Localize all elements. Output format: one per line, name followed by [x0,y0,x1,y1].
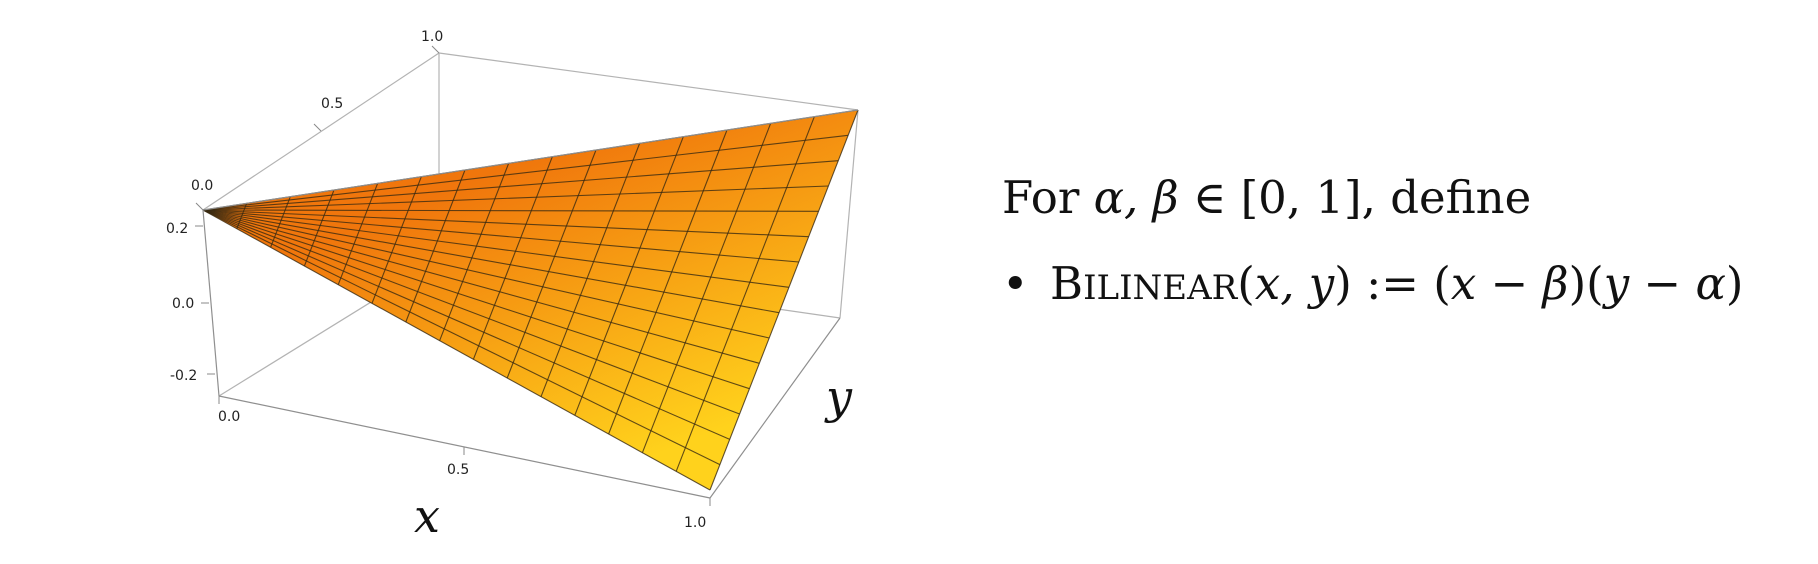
mesh-line-x [371,176,422,304]
alpha-beta-vars: α, β [1093,171,1179,224]
mesh-line-y [202,185,829,211]
mesh-line-x [709,109,859,491]
mesh-line-x [303,189,335,267]
end-paren: ) [1725,257,1744,310]
x-var: x [1450,257,1477,310]
mesh-line-y [202,209,809,238]
mesh-line-y [202,209,730,440]
intro-prefix: For [1002,171,1094,224]
bilinear-definition: • BILINEAR(x, y) := (x − β)(y − α) [1002,256,1802,316]
mesh-line-x [337,183,379,285]
mesh-line-y [202,209,760,364]
minus-2: − [1629,257,1696,310]
mesh-line-y [202,209,711,491]
y-axis-label: y [824,370,853,424]
y-tick-0.5: 0.5 [321,96,343,112]
y-tick-1: 1.0 [421,29,443,45]
z-tick-0.0: 0.0 [172,296,194,312]
func-name-initial: B [1050,257,1084,310]
z-tick-0.2: 0.2 [166,221,188,237]
x-tick-0.5: 0.5 [447,462,469,478]
mesh-line-y [202,209,780,314]
intro-define: define [1390,171,1532,224]
func-name-rest: ILINEAR [1083,268,1238,308]
tick-marks [195,45,711,506]
mesh-line-x [236,203,248,229]
definition-intro: For α, β ∈ [0, 1], define [1002,170,1802,226]
bilinear-surface-plot: 0.0 0.5 1.0 0.0 0.5 1.0 0.2 0.0 -0.2 x y [166,29,859,543]
mesh-line-x [439,163,510,341]
mesh-line-x [506,149,597,379]
mesh-line-y [202,134,849,211]
args-close: ) [1334,257,1352,310]
mesh-line-y [202,209,740,415]
z-tick-neg0.2: -0.2 [170,368,197,384]
assign-op: := ( [1351,257,1451,310]
mesh-line-y [202,209,790,288]
mesh-line-y [202,209,799,263]
mesh-line-x [608,129,728,435]
beta-var: β [1542,257,1569,310]
x-axis-label: x [414,489,440,543]
mesh-line-x [270,196,291,248]
x-tick-0: 0.0 [218,409,240,425]
mesh-line-x [472,156,553,360]
mesh-line-x [540,143,641,397]
args-open: ( [1237,257,1255,310]
bullet: • [1002,257,1029,310]
mesh-line-x [574,136,684,416]
minus-1: − [1476,257,1543,310]
interval-set: ∈ [0, 1], [1178,171,1391,224]
mesh-line-y [202,209,819,212]
mesh-line-y [202,209,721,466]
mesh-line-x [405,169,466,323]
alpha-var: α [1695,257,1726,310]
mesh-line-y [202,160,839,211]
mid-parens: )( [1568,257,1604,310]
mesh-line-y [202,209,750,390]
y-var: y [1603,257,1630,310]
definition-text: For α, β ∈ [0, 1], define • BILINEAR(x, y… [1002,170,1802,316]
mesh-line-x [675,116,815,472]
func-args: x, y [1254,257,1335,310]
y-tick-0: 0.0 [191,178,213,194]
mesh-line-x [641,123,772,453]
mesh-line-y [202,209,770,339]
x-tick-1: 1.0 [684,515,706,531]
